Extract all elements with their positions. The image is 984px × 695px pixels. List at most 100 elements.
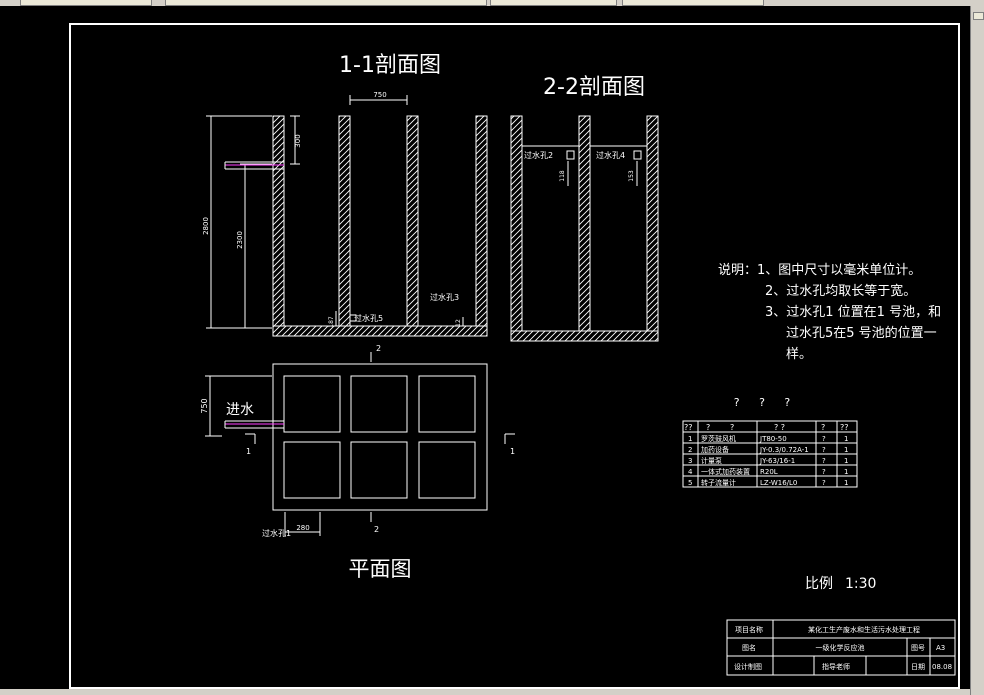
plan-dims-bottom (284, 512, 321, 536)
table-cell: 1 (844, 457, 848, 465)
table-cell: JY-63/16-1 (759, 457, 795, 465)
table-cell: R20L (760, 468, 778, 476)
table-header-cell: ?? (684, 423, 693, 432)
table-cell: 一体式加药装置 (701, 467, 750, 476)
dim-label-2800: 2800 (202, 217, 210, 235)
top-tab[interactable] (622, 0, 764, 6)
hole-3-label: 过水孔3 (430, 292, 459, 302)
table-cell: 5 (688, 479, 692, 487)
sheet-value: A3 (936, 644, 945, 652)
table-cell: 加药设备 (701, 445, 729, 454)
designer-label: 设计制图 (734, 662, 762, 671)
hole-4-label: 过水孔4 (596, 150, 625, 160)
top-tab[interactable] (165, 0, 487, 6)
drawing-label: 图名 (742, 643, 756, 652)
note-line-2: 2、过水孔均取长等于宽。 (765, 283, 916, 299)
horizontal-scrollbar[interactable] (0, 689, 970, 695)
table-cell: ? (822, 468, 826, 476)
cut-mark-2-top-label: 2 (376, 344, 381, 353)
table-header-cell: ? (821, 423, 825, 432)
table-cell: 罗茨鼓风机 (701, 434, 736, 443)
table-cell: 4 (688, 468, 693, 476)
dim-label-300: 300 (294, 134, 302, 147)
note-line-1: 说明：1、图中尺寸以毫米单位计。 (718, 262, 921, 278)
table-cell: JT80-50 (759, 435, 787, 443)
section-2-2-dims (522, 145, 647, 186)
table-cell: ? (822, 435, 826, 443)
drawing-border (69, 23, 960, 689)
inlet-pipe-section (224, 161, 284, 170)
project-value: 某化工生产废水和生活污水处理工程 (808, 625, 920, 634)
plan-tanks (283, 375, 476, 499)
plan-dims-left (205, 375, 272, 437)
plan-dim-280: 280 (296, 524, 309, 532)
dimension-lines-bottom (335, 311, 464, 326)
dim-label-12: 12 (455, 319, 462, 327)
dimension-750 (349, 95, 408, 105)
table-cell: 3 (688, 457, 692, 465)
window-top-strip (0, 0, 984, 6)
notes: 说明：1、图中尺寸以毫米单位计。 2、过水孔均取长等于宽。 3、过水孔1 位置在… (718, 262, 941, 362)
cut-mark-1 (245, 433, 515, 522)
table-cell: 1 (844, 435, 848, 443)
note-line-4: 过水孔5在5 号池的位置一 (786, 325, 937, 341)
scale-value: 1:30 (845, 576, 876, 592)
equipment-table-caption: ? ? ? (734, 396, 799, 409)
date-label: 日期 (911, 663, 925, 671)
plan-dim-750: 750 (200, 398, 209, 413)
vertical-scrollbar[interactable] (970, 6, 984, 695)
table-cell: ? (822, 479, 826, 487)
top-tab[interactable] (20, 0, 152, 6)
equipment-table-grid (682, 420, 858, 488)
section-2-2 (510, 115, 659, 342)
table-cell: 计量泵 (701, 456, 722, 465)
cut-mark-2-bottom-label: 2 (374, 525, 379, 534)
dim-label-750: 750 (373, 91, 386, 99)
table-header-cell: ?? (840, 423, 849, 432)
dim-label-2300: 2300 (236, 231, 244, 249)
plan-title: 平面图 (349, 557, 412, 581)
cut-mark-1-right-label: 1 (510, 447, 515, 456)
scale-label: 比例 (805, 576, 833, 592)
dimension-lines-left (206, 115, 300, 329)
title-block-grid (726, 619, 956, 676)
inlet-pipe-plan (224, 420, 284, 429)
project-label: 项目名称 (735, 625, 763, 634)
table-cell: ? (822, 446, 826, 454)
table-cell: 1 (688, 435, 692, 443)
table-cell: 1 (844, 479, 848, 487)
scroll-thumb[interactable] (973, 12, 984, 20)
top-tab[interactable] (490, 0, 617, 6)
table-cell: 1 (844, 446, 848, 454)
section-1-1-title: 1-1剖面图 (339, 53, 441, 78)
date-value: 08.08 (932, 663, 952, 671)
equipment-table-rows: 1 罗茨鼓风机 JT80-50? 1 2 加药设备 JY-0.3/0.72A-1? 1 3 计量泵… (688, 434, 848, 487)
dim-label-118: 118 (559, 170, 566, 182)
table-cell: LZ-W16/L0 (760, 479, 797, 487)
dim-label-153: 153 (628, 170, 635, 182)
equipment-table-header: ????? ???? (684, 423, 849, 432)
cut-mark-1-left-label: 1 (246, 447, 251, 456)
drawing-value: 一级化学反应池 (816, 643, 865, 652)
cad-drawing-canvas[interactable]: 1-1剖面图 750 2800 2300 300 187 (0, 6, 970, 695)
table-cell: 1 (844, 468, 848, 476)
sheet-label: 图号 (911, 644, 925, 652)
title-block-text: 项目名称 某化工生产废水和生活污水处理工程 图名 一级化学反应池 图号 A3 设… (734, 625, 952, 671)
note-line-5: 样。 (786, 347, 812, 362)
section-1-1 (272, 115, 488, 337)
hole-5-label: 过水孔5 (354, 313, 383, 323)
hole-2-label: 过水孔2 (524, 150, 553, 160)
table-header-cell: ? (706, 423, 710, 432)
table-cell: 2 (688, 446, 692, 454)
table-cell: JY-0.3/0.72A-1 (759, 446, 809, 454)
hole-1-label: 过水孔1 (262, 528, 291, 538)
table-cell: ? (822, 457, 826, 465)
table-header-cell: ? (730, 423, 734, 432)
advisor-label: 指导老师 (822, 662, 850, 671)
dim-label-187: 187 (328, 316, 335, 328)
note-line-3: 3、过水孔1 位置在1 号池，和 (765, 305, 941, 320)
table-cell: 转子流量计 (701, 478, 736, 487)
inlet-label: 进水 (226, 402, 254, 418)
section-2-2-title: 2-2剖面图 (543, 75, 645, 100)
plan-outline (272, 363, 488, 511)
